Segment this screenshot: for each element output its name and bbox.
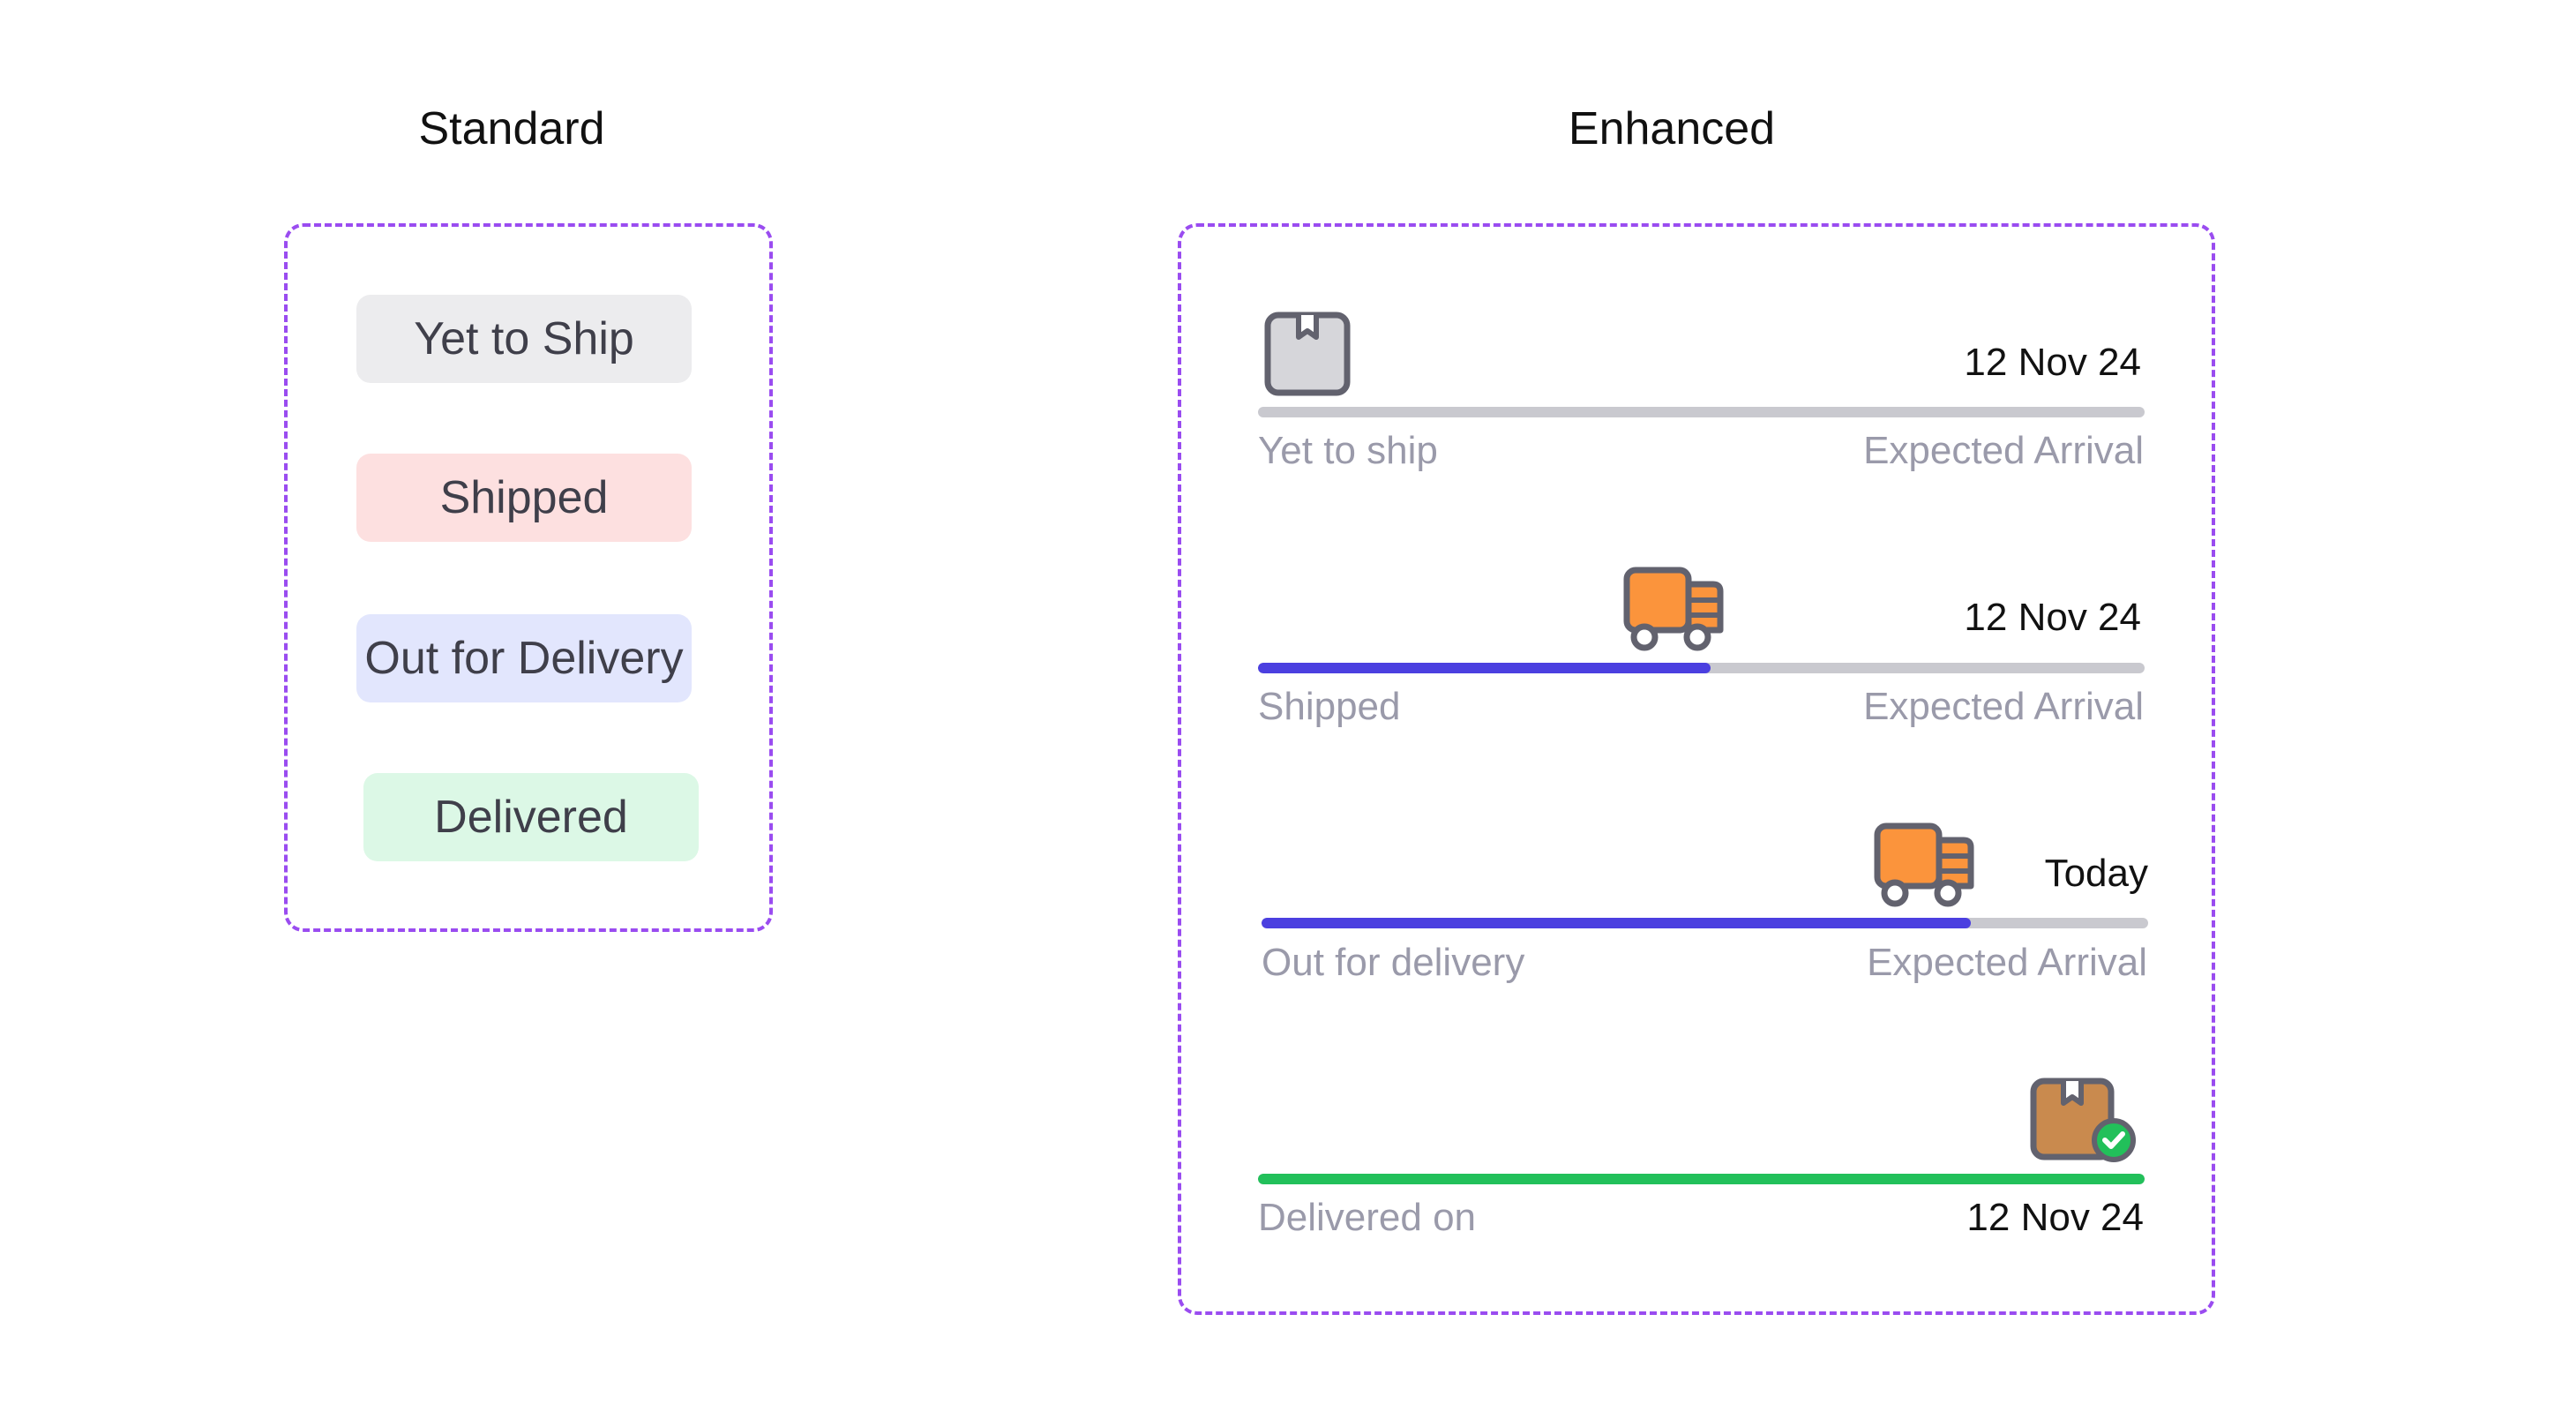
row1-progress-track (1258, 407, 2145, 417)
row1-status: Yet to ship (1258, 429, 1438, 472)
row1-date: 12 Nov 24 (1964, 341, 2141, 384)
row4-status: Delivered on (1258, 1196, 1477, 1239)
row4-progress-fill (1258, 1174, 2145, 1184)
row2-progress-fill (1258, 663, 1711, 673)
box-icon (1263, 311, 1352, 403)
badge-out-for-delivery: Out for Delivery (356, 614, 692, 702)
standard-title: Standard (418, 103, 605, 154)
check-icon (2092, 1118, 2136, 1162)
row4-date: 12 Nov 24 (1966, 1196, 2144, 1239)
row2-progress-track (1258, 663, 2145, 673)
row3-date: Today (2044, 852, 2148, 895)
row3-progress-track (1262, 918, 2148, 928)
row4-progress-track (1258, 1174, 2145, 1184)
row2-status: Shipped (1258, 685, 1401, 728)
row2-date: 12 Nov 24 (1964, 596, 2141, 639)
truck-icon (1623, 567, 1725, 656)
badge-yet-to-ship: Yet to Ship (356, 295, 692, 383)
standard-frame (284, 223, 773, 932)
row3-status: Out for delivery (1262, 941, 1525, 984)
row3-progress-fill (1262, 918, 1971, 928)
badge-delivered: Delivered (363, 773, 699, 861)
row1-caption: Expected Arrival (1863, 429, 2144, 472)
row3-caption: Expected Arrival (1867, 941, 2147, 984)
badge-shipped: Shipped (356, 454, 692, 542)
enhanced-frame (1178, 223, 2215, 1315)
truck-icon (1874, 822, 1975, 912)
row2-caption: Expected Arrival (1863, 685, 2144, 728)
enhanced-title: Enhanced (1568, 103, 1776, 154)
delivered-box-icon (2029, 1077, 2144, 1169)
